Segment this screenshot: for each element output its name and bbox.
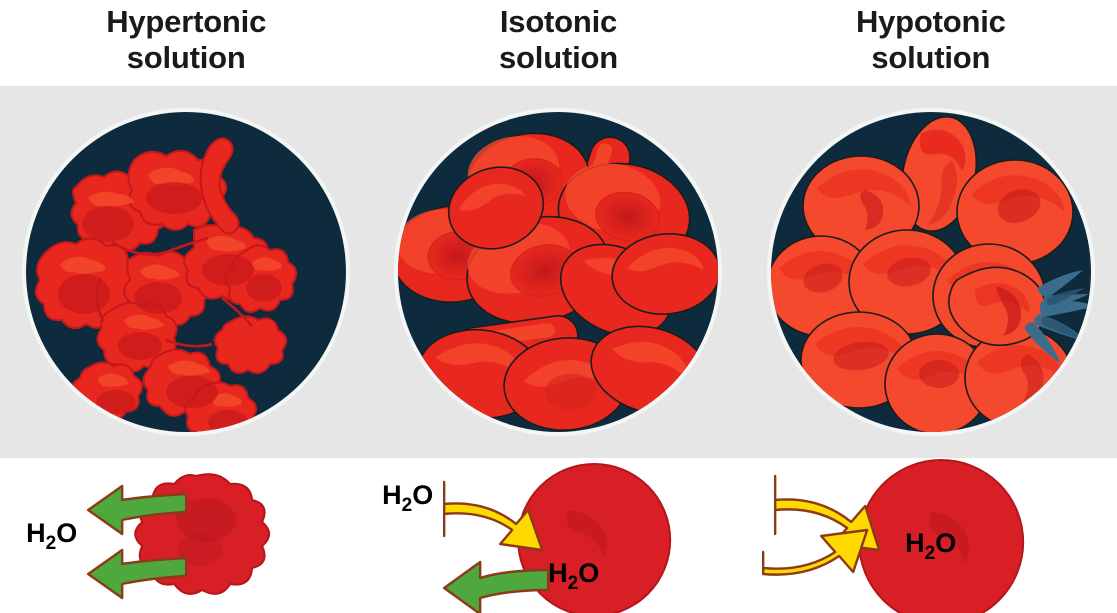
crenated-cell-group (35, 137, 298, 432)
cell-dimple (176, 498, 237, 542)
microscope-view-hypotonic (766, 108, 1095, 436)
swollen-cell-group (770, 115, 1091, 432)
h2o-label-outside-hypertonic: H2O (26, 518, 77, 554)
title-line2-hypotonic: solution (871, 39, 991, 75)
cell-dimple-hypotonic (929, 512, 969, 564)
page-title-hypertonic: Hypertonic solution (106, 4, 266, 76)
micrograph-band (0, 86, 1117, 458)
title-cell-hypertonic: Hypertonic solution (0, 0, 372, 86)
lysis-burst-blue-dark (1040, 288, 1085, 340)
title-row: Hypertonic solution Isotonic solution Hy… (0, 0, 1117, 86)
h2o-label-inside-isotonic: H2O (548, 558, 599, 594)
h2o-label-inside-hypotonic: H2O (905, 528, 956, 564)
stretched-cell (199, 137, 240, 235)
water-flow-row: H2O H2O H2O (0, 458, 1117, 613)
title-line1-hypertonic: Hypertonic (106, 4, 267, 39)
micrograph-cell-hypertonic (0, 86, 372, 458)
water-flow-hypertonic: H2O (0, 458, 372, 613)
water-in-arrow-isotonic (443, 480, 544, 552)
water-out-arrow-1 (86, 484, 188, 536)
microscope-view-isotonic (394, 108, 723, 436)
title-line2-isotonic: solution (499, 39, 618, 75)
micrograph-cell-isotonic (372, 86, 744, 458)
cell-dimple-isotonic (566, 510, 608, 556)
title-line1-hypotonic: Hypotonic (855, 4, 1006, 39)
micrograph-cell-hypotonic (745, 86, 1117, 458)
water-in-arrow-2 (761, 528, 869, 576)
normal-cell-group (398, 132, 719, 431)
title-cell-isotonic: Isotonic solution (372, 0, 744, 86)
water-flow-svg-hypertonic: H2O (26, 473, 271, 600)
water-flow-isotonic: H2O H2O (372, 458, 744, 613)
title-line2-hypertonic: solution (126, 39, 246, 75)
h2o-label-outside-isotonic: H2O (382, 480, 433, 516)
water-out-arrow-2 (86, 548, 188, 600)
water-out-arrow-isotonic (443, 560, 550, 613)
title-line1-isotonic: Isotonic (499, 4, 618, 39)
cell-dimple-2 (178, 534, 223, 566)
water-flow-svg-hypotonic: H2O (761, 459, 1024, 613)
water-flow-hypotonic: H2O (745, 458, 1117, 613)
microscope-view-hypertonic (22, 108, 351, 436)
lysing-cell (947, 266, 1046, 347)
page-title-hypotonic: Hypotonic solution (856, 4, 1006, 76)
page-title-isotonic: Isotonic solution (499, 4, 618, 76)
title-cell-hypotonic: Hypotonic solution (745, 0, 1117, 86)
water-flow-svg-isotonic: H2O H2O (382, 463, 672, 613)
